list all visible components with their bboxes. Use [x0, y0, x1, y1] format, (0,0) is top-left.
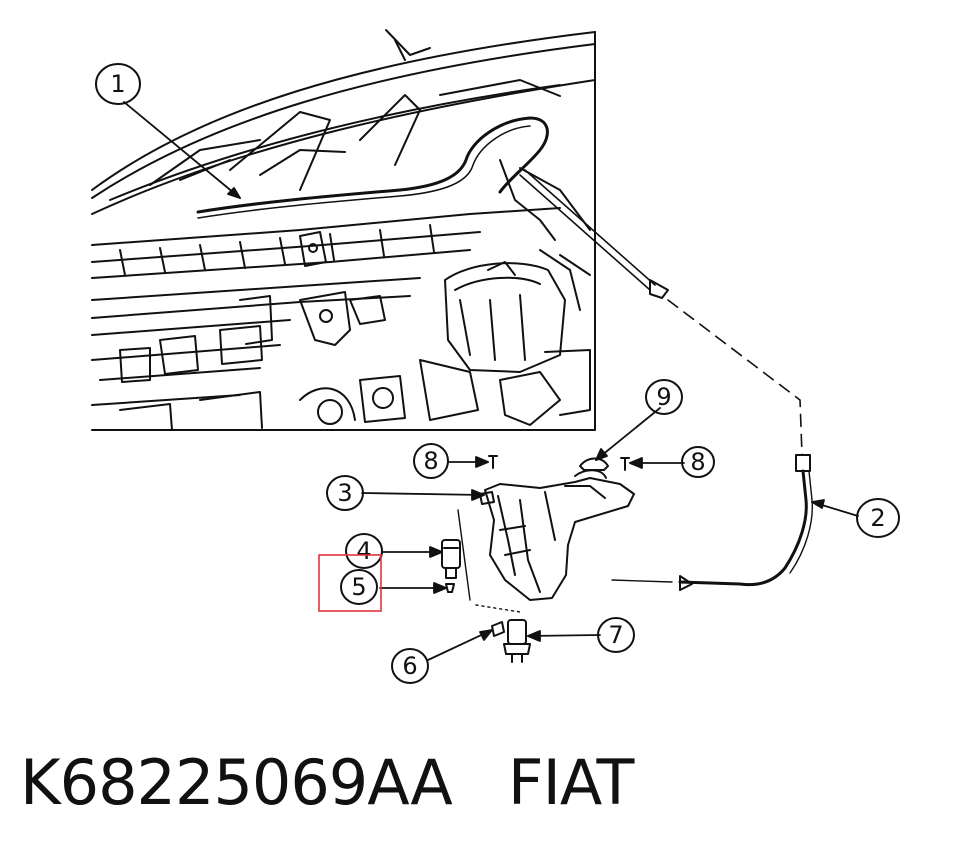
callout-6-number: 6: [402, 652, 417, 680]
callout-4-number: 4: [356, 537, 371, 565]
seal-6: [491, 621, 505, 637]
callout-4: [345, 533, 383, 569]
leader-lines: [123, 101, 859, 661]
part-number-caption: K68225069AA FIAT: [20, 752, 634, 814]
callout-5: [340, 569, 378, 605]
hose-route-dashed: [667, 299, 803, 456]
grommet-5: [445, 583, 455, 593]
callout-8-left: [413, 443, 449, 479]
callout-6: [391, 648, 429, 684]
callout-7-number: 7: [608, 621, 623, 649]
callout-2-number: 2: [870, 504, 885, 532]
callout-3-number: 3: [337, 479, 352, 507]
callout-9-number: 9: [656, 383, 671, 411]
callout-9: [645, 379, 683, 415]
highlight-box-callout-5: [318, 554, 382, 612]
callout-8-left-number: 8: [423, 447, 438, 475]
washer-hose-2: [611, 454, 813, 591]
bolt-8-right: [620, 457, 630, 471]
washer-reservoir: [479, 457, 635, 601]
callout-1-number: 1: [110, 70, 125, 98]
callout-3: [326, 475, 364, 511]
engine-bay-illustration: [91, 29, 669, 431]
callout-2: [856, 498, 900, 538]
callout-5-number: 5: [351, 573, 366, 601]
callout-1: [95, 63, 141, 105]
level-sensor-7: [503, 619, 531, 663]
callout-8-right: [681, 446, 715, 478]
callout-7: [597, 617, 635, 653]
part-number: K68225069AA: [20, 746, 453, 819]
callout-8-right-number: 8: [690, 448, 705, 476]
washer-pump-4: [441, 539, 461, 579]
brand-name: FIAT: [507, 746, 634, 819]
bolt-8-left: [488, 455, 498, 469]
